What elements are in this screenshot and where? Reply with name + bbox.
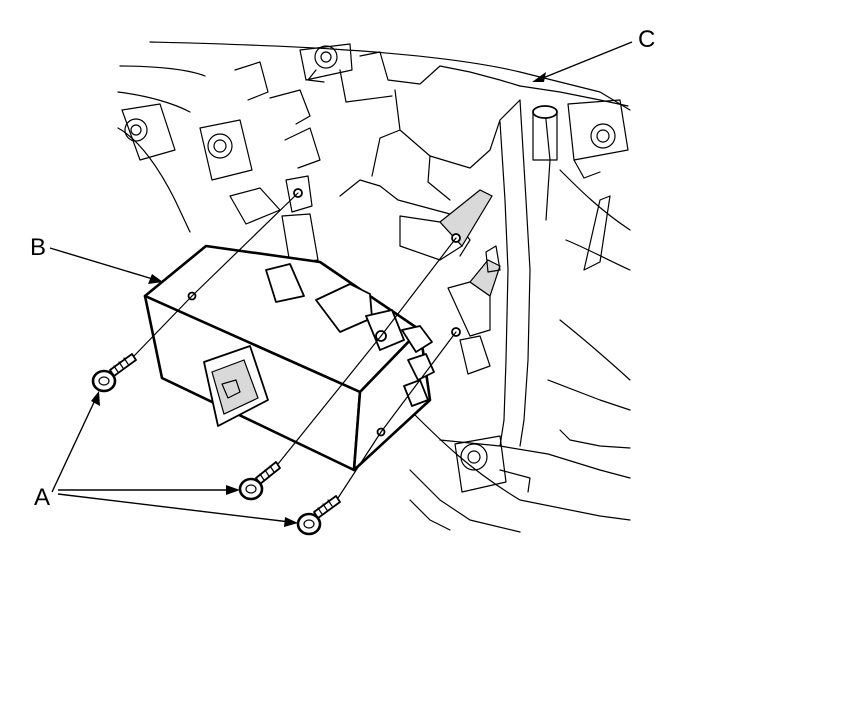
control-unit-icon <box>143 244 435 472</box>
bracket-frame-icon <box>117 41 631 533</box>
screw-icon <box>91 353 341 536</box>
leader-lines <box>49 41 633 527</box>
callout-label-b: B <box>30 234 47 261</box>
alignment-lines <box>133 192 457 499</box>
callout-label-a: A <box>34 484 51 511</box>
callout-label-c: C <box>638 26 656 53</box>
